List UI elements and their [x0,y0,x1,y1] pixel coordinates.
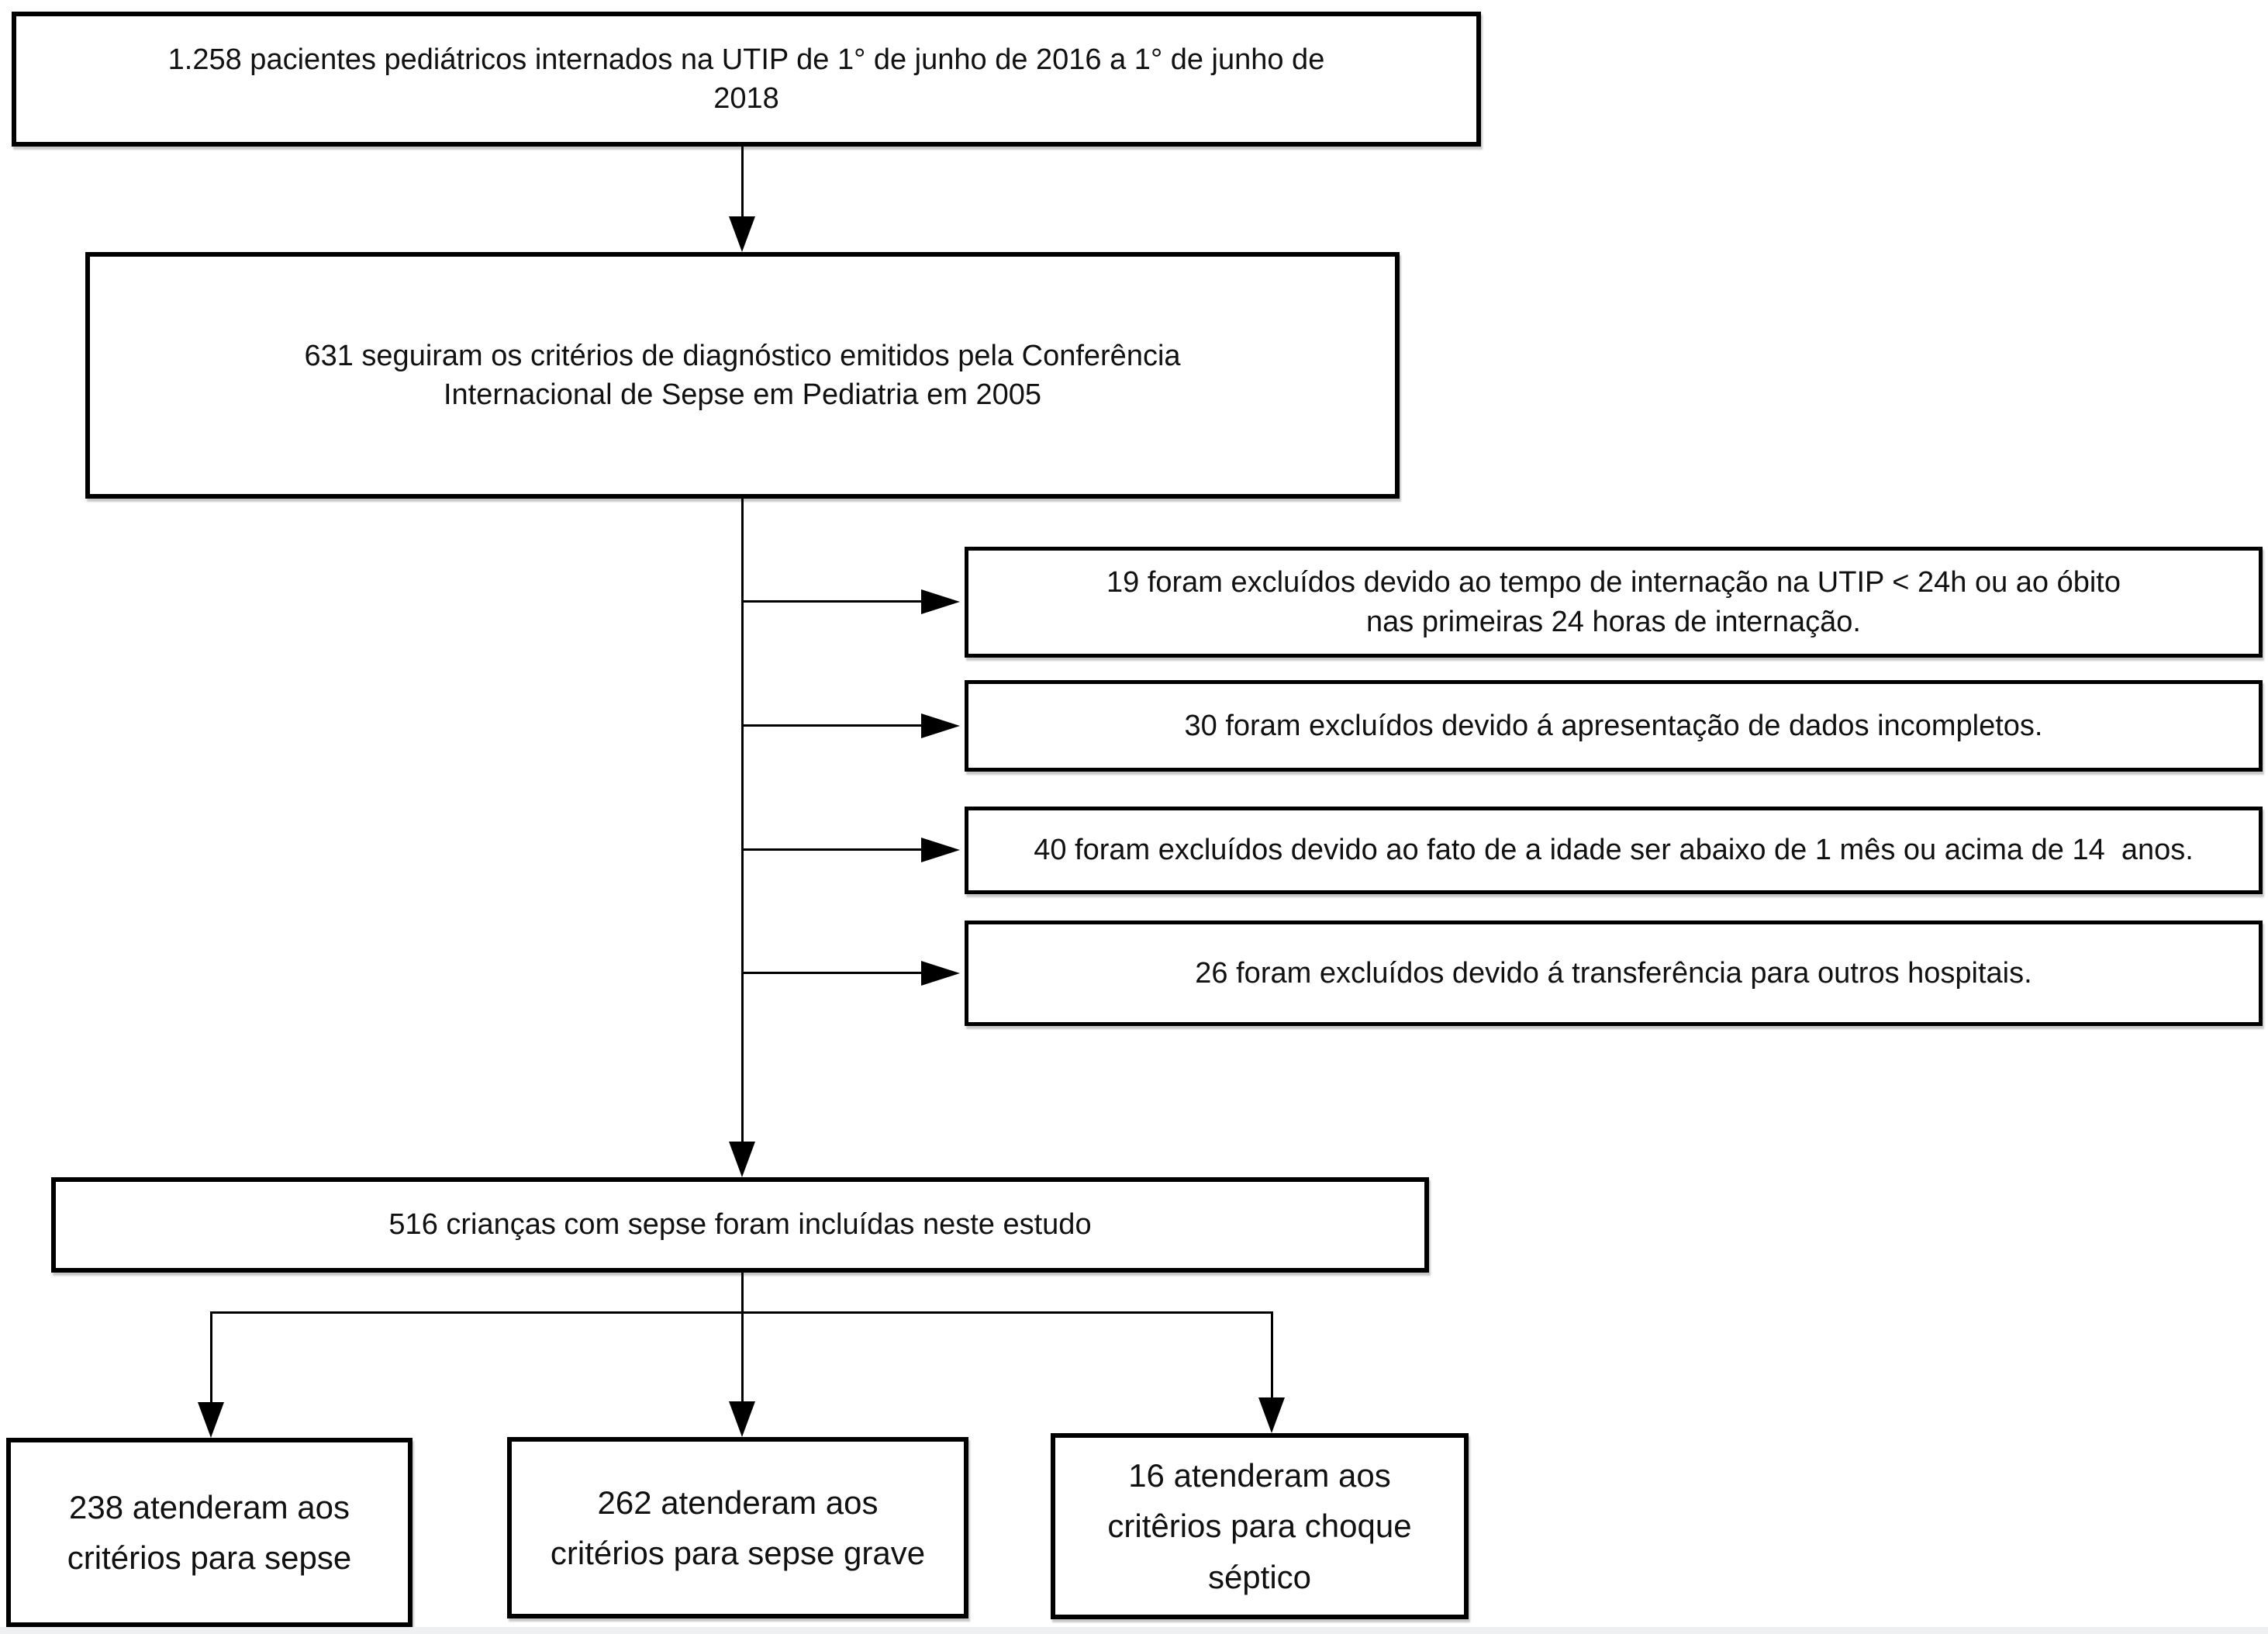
connector-criteria-to-included [741,499,744,1143]
node-included-text: 516 crianças com sepse foram incluídas n… [388,1208,1092,1242]
connector-to-excluded-24h [743,600,923,603]
arrowhead-down-icon [729,1142,755,1177]
node-excluded-age-text: 40 foram excluídos devido ao fato de a i… [1034,834,2194,867]
connector-to-excluded-incomplete [743,724,923,727]
arrowhead-down-icon [1258,1397,1285,1433]
node-excluded-age: 40 foram excluídos devido ao fato de a i… [965,807,2263,894]
node-total-patients-text: 1.258 pacientes pediátricos internados n… [167,43,1325,115]
arrowhead-down-icon [729,1401,755,1437]
connector-to-excluded-transfer [743,972,923,974]
arrowhead-right-icon [921,838,960,862]
node-criteria-2005: 631 seguiram os critérios de diagnóstico… [85,252,1400,499]
connector-to-septic-shock [1271,1311,1273,1397]
connector-to-excluded-age [743,848,923,851]
node-severe-sepsis: 262 atenderam aos critérios para sepse g… [507,1437,968,1618]
arrowhead-down-icon [729,216,755,252]
arrowhead-right-icon [921,713,960,738]
page-bottom-strip [0,1627,2268,1634]
node-septic-shock-text: 16 atenderam aos critêrios para choque s… [1107,1457,1412,1595]
arrowhead-down-icon [198,1402,224,1438]
connector-total-to-criteria [741,147,744,218]
arrowhead-right-icon [921,589,960,614]
node-septic-shock: 16 atenderam aos critêrios para choque s… [1051,1433,1469,1619]
node-excluded-incomplete: 30 foram excluídos devido á apresentação… [965,680,2263,772]
connector-to-severe-sepsis [741,1311,744,1401]
node-sepsis-text: 238 atenderam aos critérios para sepse [67,1488,352,1576]
node-sepsis: 238 atenderam aos critérios para sepse [6,1438,413,1627]
connector-included-stub [741,1273,744,1313]
node-excluded-incomplete-text: 30 foram excluídos devido á apresentação… [1184,709,2043,742]
node-excluded-transfer-text: 26 foram excluídos devido á transferênci… [1195,956,2032,990]
node-criteria-2005-text: 631 seguiram os critérios de diagnóstico… [304,339,1181,411]
node-excluded-transfer: 26 foram excluídos devido á transferênci… [965,921,2263,1026]
connector-to-sepsis [210,1311,212,1402]
node-excluded-24h: 19 foram excluídos devido ao tempo de in… [965,547,2263,658]
node-total-patients: 1.258 pacientes pediátricos internados n… [12,12,1481,147]
node-severe-sepsis-text: 262 atenderam aos critérios para sepse g… [550,1484,926,1571]
node-excluded-24h-text: 19 foram excluídos devido ao tempo de in… [1106,566,2121,638]
arrowhead-right-icon [921,961,960,986]
node-included: 516 crianças com sepse foram incluídas n… [51,1177,1429,1273]
